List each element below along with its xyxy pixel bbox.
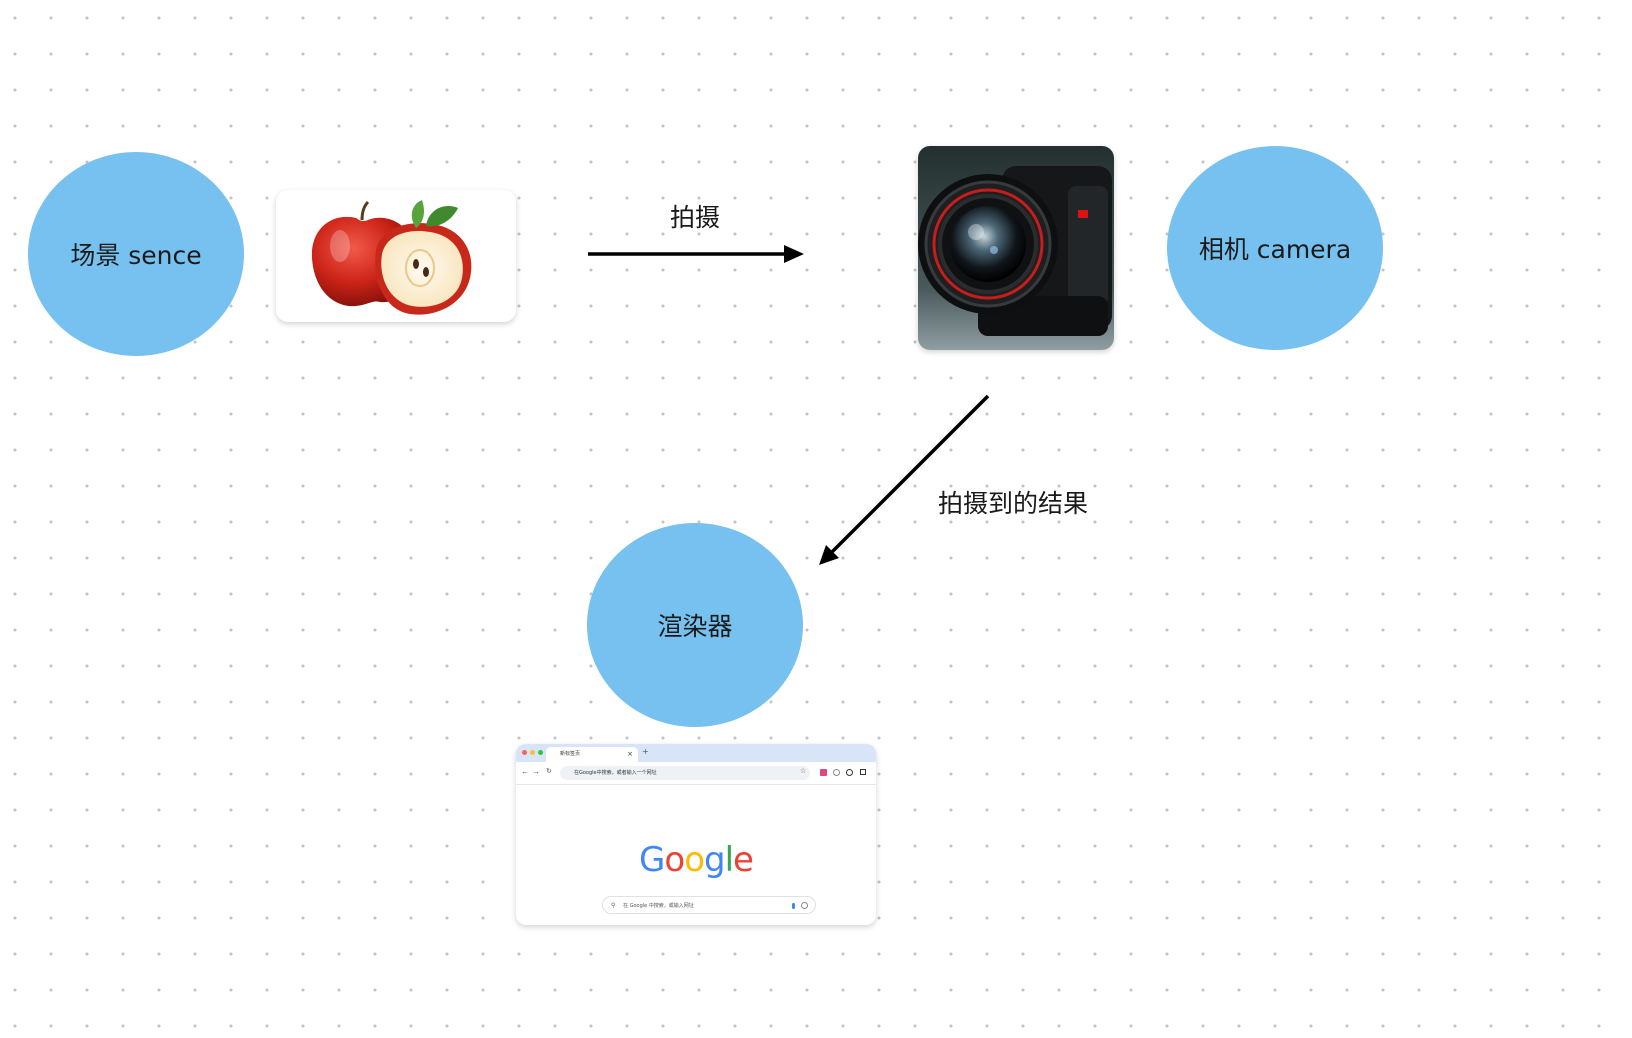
result-arrow[interactable] [819,394,990,565]
apple-image[interactable] [276,190,516,322]
camera-illustration [918,146,1114,350]
reload-icon[interactable]: ↻ [546,768,552,775]
camera-node[interactable]: 相机 camera [1167,146,1383,350]
extension-icon[interactable] [820,769,827,776]
minimize-window-dot[interactable] [530,750,535,755]
voice-search-icon[interactable] [792,903,795,909]
omnibox-input[interactable]: 在Google中搜索，或者输入一个网址 [560,766,810,780]
apple-illustration [311,200,472,315]
browser-screenshot[interactable]: 新标签页 × + ← → ↻ 在Google中搜索，或者输入一个网址 ☆ Goo… [516,744,876,925]
scene-node-label: 场景 sence [70,241,202,270]
maximize-window-dot[interactable] [538,750,543,755]
camera-node-label: 相机 camera [1198,235,1352,264]
bookmark-star-icon[interactable]: ☆ [800,768,807,775]
search-icon: ⚲ [611,902,616,909]
logo-letter-G: G [639,840,665,880]
renderer-node[interactable]: 渲染器 [587,523,803,727]
menu-icon[interactable] [860,769,866,775]
browser-tab[interactable]: 新标签页 × [546,747,638,762]
google-logo: Google [516,840,876,880]
search-placeholder: 在 Google 中搜索，或输入网址 [623,903,694,909]
tab-close-icon[interactable]: × [627,750,633,758]
tab-title: 新标签页 [560,751,581,757]
renderer-node-label: 渲染器 [657,612,733,641]
profile-icon[interactable] [833,769,840,776]
shoot-arrow[interactable] [588,245,804,263]
logo-letter-l: l [724,840,735,880]
scene-node[interactable]: 场景 sence [28,152,244,356]
browser-tab-bar: 新标签页 × + [516,744,876,762]
google-search-input[interactable]: ⚲ 在 Google 中搜索，或输入网址 [602,896,816,914]
logo-letter-o2: o [684,840,705,880]
back-icon[interactable]: ← [521,767,529,776]
browser-toolbar: ← → ↻ 在Google中搜索，或者输入一个网址 ☆ [516,762,876,785]
new-tab-icon[interactable]: + [642,747,649,756]
result-edge-label: 拍摄到的结果 [938,489,1089,518]
close-window-dot[interactable] [522,750,527,755]
camera-image[interactable] [918,146,1114,350]
logo-letter-g: g [704,840,726,880]
block-icon[interactable] [846,769,853,776]
logo-letter-e: e [733,840,754,880]
forward-icon[interactable]: → [532,767,540,776]
lens-search-icon[interactable] [801,902,808,909]
logo-letter-o1: o [664,840,685,880]
shoot-edge-label: 拍摄 [670,203,721,232]
